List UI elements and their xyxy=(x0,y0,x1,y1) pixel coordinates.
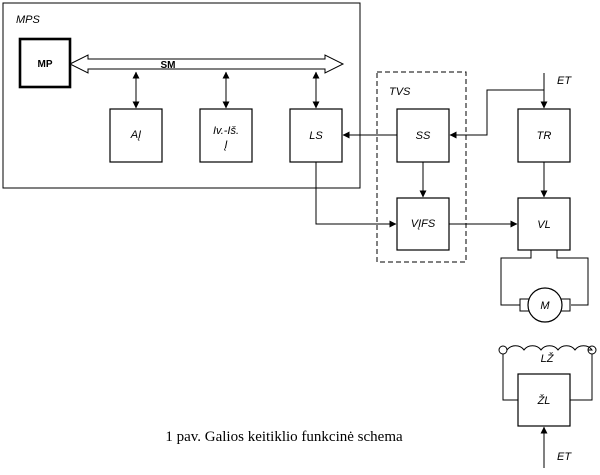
tvs-frame xyxy=(376,71,467,263)
tr-label: TR xyxy=(537,130,552,142)
vl-block xyxy=(517,197,571,251)
et-top-label: ET xyxy=(557,75,572,87)
field-winding-coil xyxy=(506,345,593,351)
zl-wire-left xyxy=(502,354,518,401)
zl-block xyxy=(517,373,571,427)
motor-label: M xyxy=(540,300,550,312)
et-bottom-label: ET xyxy=(557,451,572,463)
tr-block xyxy=(517,108,571,163)
ls-to-vifs-arrow xyxy=(315,162,397,228)
winding-terminal-left xyxy=(498,345,508,355)
mp-label: MP xyxy=(38,59,53,70)
vl-motor-wire-left xyxy=(500,250,532,306)
io-block xyxy=(199,108,253,163)
zl-wire-right xyxy=(570,354,593,401)
mps-label: MPS xyxy=(16,14,41,26)
zl-label: ŽL xyxy=(537,394,551,407)
ss-label: SS xyxy=(416,130,431,142)
ai-label: AĮ xyxy=(130,129,141,141)
figure-caption: 1 pav. Galios keitiklio funkcinė schema xyxy=(165,429,403,445)
io-label-line1: Iv.-Iš. xyxy=(213,125,239,137)
field-winding-label: LŽ xyxy=(541,352,555,365)
mp-block xyxy=(18,37,72,89)
sm-label: SM xyxy=(161,60,176,71)
vl-label: VL xyxy=(537,219,550,231)
et-to-ss-arrow xyxy=(449,89,544,139)
motor-symbol xyxy=(527,287,563,323)
vl-motor-wire-right xyxy=(556,250,589,306)
tvs-label: TVS xyxy=(389,86,411,98)
mps-frame xyxy=(2,2,361,189)
ai-block xyxy=(109,108,163,163)
io-label-line2: Į xyxy=(223,139,227,151)
sm-bus-arrow xyxy=(68,54,345,74)
ss-block xyxy=(396,108,450,163)
vifs-label: VĮFS xyxy=(411,218,436,230)
ls-label: LS xyxy=(309,130,323,142)
